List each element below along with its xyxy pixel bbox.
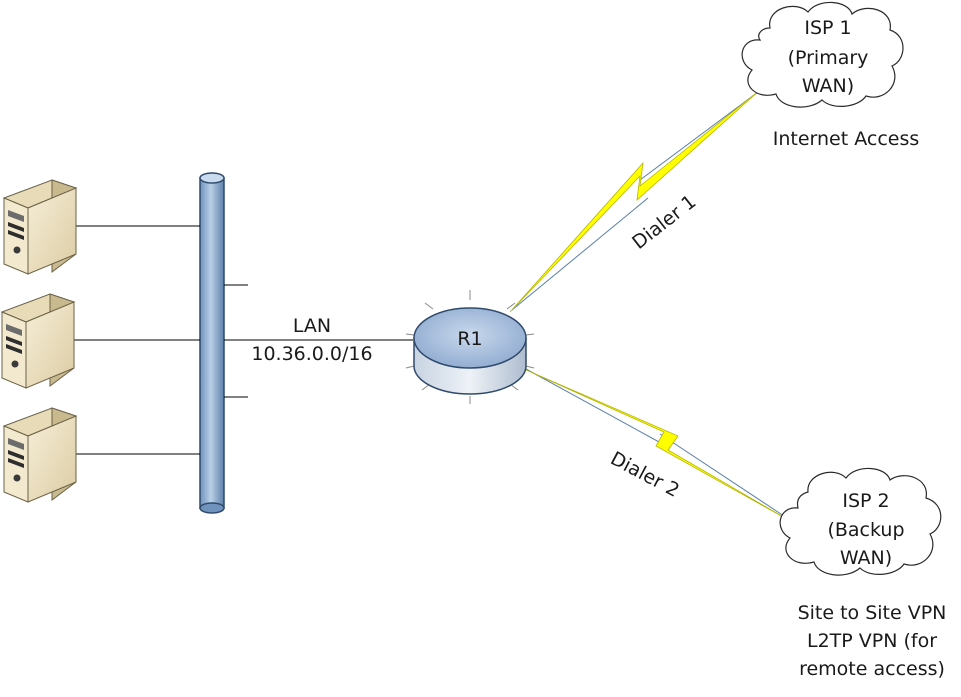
lightning-bolt-icon: [523, 368, 793, 523]
dialer1-label: Dialer 1: [628, 191, 700, 254]
isp1-line-3: WAN): [802, 75, 854, 97]
lightning-bolt-icon: [509, 89, 761, 313]
isp2-line-1: ISP 2: [842, 490, 889, 512]
dialer2-label: Dialer 2: [607, 448, 683, 502]
isp2-cloud: [779, 467, 942, 576]
isp2-line-3: WAN): [840, 547, 892, 569]
isp2-note-3: remote access): [799, 658, 945, 680]
lan-subnet: 10.36.0.0/16: [251, 343, 372, 365]
router-r1: [405, 290, 535, 404]
server-tower-icon: [1, 293, 75, 389]
cloud-icon: [741, 1, 904, 108]
cloud-icon: [779, 467, 942, 576]
isp1-line-2: (Primary: [788, 47, 869, 69]
server-links: [72, 225, 200, 455]
isp2-note-1: Site to Site VPN: [798, 602, 947, 624]
lan-label: LAN: [293, 315, 331, 337]
server-tower-icon: [3, 407, 77, 503]
isp1-note: Internet Access: [773, 128, 920, 150]
server-2: [1, 293, 75, 389]
lan-bus: [199, 172, 225, 514]
bus-port-stubs: [224, 284, 248, 398]
dialer2-link: [523, 368, 793, 523]
server-tower-icon: [3, 179, 77, 275]
isp1-line-1: ISP 1: [804, 17, 851, 39]
server-3: [3, 407, 77, 503]
router-label: R1: [457, 328, 482, 350]
isp2-note-2: L2TP VPN (for: [807, 630, 937, 652]
dialer1-link: [509, 89, 761, 313]
server-1: [3, 179, 77, 275]
isp1-cloud: [741, 1, 904, 108]
isp2-line-2: (Backup: [827, 519, 904, 541]
